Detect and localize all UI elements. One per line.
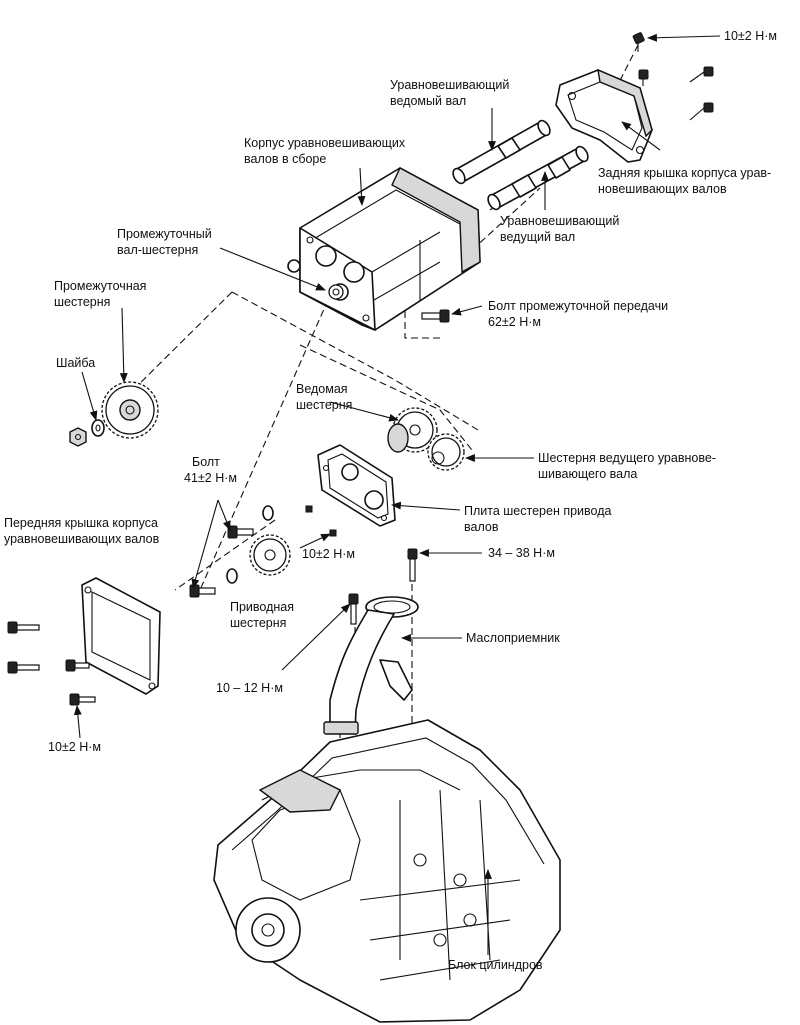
label-torque-oil-pickup-bolt: 34 – 38 Н·м	[488, 546, 555, 560]
rear-cover-bolt-4	[689, 102, 714, 121]
label-drive-balancer-gear: Шестерня ведущего уравнове- шивающего ва…	[538, 451, 719, 481]
idler-gear-bolt	[421, 309, 450, 323]
label-rear-cover: Задняя крышка корпуса урав- новешивающих…	[598, 166, 775, 196]
label-washer: Шайба	[56, 356, 95, 370]
callout-labels: 10±2 Н·м Уравновешивающий ведомый вал Ко…	[4, 29, 777, 972]
label-drive-gear: Приводная шестерня	[230, 600, 298, 630]
idler-gear	[101, 381, 159, 439]
label-idler-gear: Промежуточная шестерня	[54, 279, 150, 309]
cylinder-block	[213, 719, 561, 1023]
idler-shaft-gear	[328, 284, 344, 300]
label-torque-plate-bolt: 10±2 Н·м	[302, 547, 355, 561]
drive-balance-shaft	[487, 145, 589, 211]
plate-small-bolts	[305, 505, 337, 537]
drive-gear-bolt-1	[227, 505, 274, 539]
idler-nut	[69, 427, 87, 447]
label-torque-rear-cover-bolt: 10±2 Н·м	[724, 29, 777, 43]
front-cover-bolts	[7, 621, 96, 706]
label-housing-assembly: Корпус уравновешивающих валов в сборе	[244, 136, 409, 166]
front-cover-bolt-1	[7, 621, 40, 634]
drive-gear	[249, 534, 291, 576]
label-torque-pickup-flange: 10 – 12 Н·м	[216, 681, 283, 695]
drive-balancer-gear	[427, 433, 465, 471]
balance-shaft-housing	[287, 167, 481, 331]
rear-cover	[555, 68, 653, 163]
leader-lines	[73, 33, 721, 955]
rear-cover-bolt-2	[638, 69, 649, 86]
rear-cover-bolt-3	[689, 66, 714, 83]
front-cover-bolt-2	[7, 661, 40, 674]
oil-pickup	[323, 596, 419, 735]
label-driven-shaft: Уравновешивающий ведомый вал	[390, 78, 513, 108]
driven-gear	[387, 407, 438, 453]
label-gear-plate: Плита шестерен привода валов	[464, 504, 615, 534]
washer	[91, 419, 105, 437]
gear-drive-plate	[317, 444, 396, 527]
label-drive-shaft: Уравновешивающий ведущий вал	[500, 214, 623, 244]
label-front-cover: Передняя крышка корпуса уравновешивающих…	[4, 516, 161, 546]
label-driven-gear: Ведомая шестерня	[296, 382, 352, 412]
rear-cover-bolts	[632, 32, 714, 121]
label-torque-front-cover-bolt: 10±2 Н·м	[48, 740, 101, 754]
front-cover	[81, 577, 161, 695]
oil-pickup-bolt	[407, 548, 418, 582]
rear-cover-bolt-1	[632, 32, 645, 52]
label-cylinder-block: Блок цилиндров	[448, 958, 543, 972]
front-cover-bolt-3	[65, 659, 90, 672]
label-bolt: Болт 41±2 Н·м	[184, 455, 237, 485]
label-oil-pickup: Маслоприемник	[466, 631, 560, 645]
oil-pickup-flange-bolt	[348, 593, 359, 625]
front-cover-bolt-4	[69, 693, 96, 706]
label-idler-bolt: Болт промежуточной передачи 62±2 Н·м	[488, 299, 672, 329]
label-idler-shaft-gear: Промежуточный вал-шестерня	[117, 227, 215, 257]
driven-balance-shaft	[452, 119, 551, 185]
